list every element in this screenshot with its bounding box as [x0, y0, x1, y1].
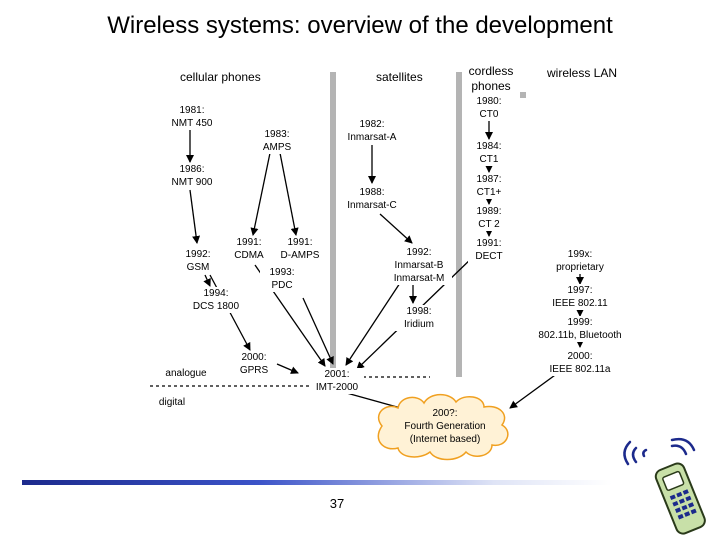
- fourth-generation-cloud: [377, 393, 509, 461]
- node-ct2: 1989: CT 2: [468, 205, 510, 231]
- node-nmt450: 1981: NMT 450: [164, 104, 220, 130]
- node-gsm: 1992: GSM: [172, 248, 224, 274]
- header-cellular-phones: cellular phones: [180, 70, 261, 84]
- node-inmarsat-c: 1988: Inmarsat-C: [340, 186, 404, 212]
- node-pdc: 1993: PDC: [260, 266, 304, 292]
- node-gprs: 2000: GPRS: [232, 351, 276, 377]
- arrow-80211a-4g: [509, 369, 563, 409]
- label-digital: digital: [150, 396, 194, 409]
- node-imt2000: 2001: IMT-2000: [310, 368, 364, 394]
- arrow-pdc-imt2000: [302, 297, 334, 365]
- slide-title: Wireless systems: overview of the develo…: [107, 12, 613, 39]
- node-amps: 1983: AMPS: [250, 128, 304, 154]
- node-iridium: 1998: Iridium: [394, 305, 444, 331]
- cordless-timeline-bar: [456, 72, 462, 377]
- arrow-gprs-imt2000: [276, 363, 299, 374]
- node-nmt900: 1986: NMT 900: [164, 163, 220, 189]
- label-analogue: analogue: [158, 367, 214, 380]
- node-inmarsat-bm: 1992: Inmarsat-B Inmarsat-M: [386, 246, 452, 285]
- header-satellites: satellites: [376, 70, 423, 84]
- header-cordless-phones: cordless phones: [468, 64, 514, 93]
- cellular-timeline-bar: [330, 72, 336, 377]
- header-wireless-lan: wireless LAN: [547, 66, 618, 80]
- node-ct0: 1980: CT0: [468, 95, 510, 121]
- footer-rule: [22, 480, 612, 485]
- arrow-nmt900-gsm: [189, 189, 201, 244]
- node-ieee80211b: 1999: 802.11b, Bluetooth: [528, 316, 632, 342]
- arrow-inmarsat-c-bm: [379, 213, 413, 244]
- node-dcs1800: 1994: DCS 1800: [186, 287, 246, 313]
- node-dect: 1991: DECT: [468, 237, 510, 263]
- arrow-amps-cdma: [250, 152, 271, 236]
- node-ieee80211a: 2000: IEEE 802.11a: [540, 350, 620, 376]
- node-ct1: 1984: CT1: [468, 140, 510, 166]
- arrow-gsm-dcs1800: [203, 274, 211, 287]
- node-inmarsat-a: 1982: Inmarsat-A: [340, 118, 404, 144]
- node-ieee80211: 1997: IEEE 802.11: [540, 284, 620, 310]
- node-ct1plus: 1987: CT1+: [468, 173, 510, 199]
- node-damps: 1991: D-AMPS: [274, 236, 326, 262]
- wlan-timeline-bar: [520, 92, 526, 98]
- arrow-amps-damps: [279, 152, 299, 236]
- arrow-bm-imt2000: [345, 282, 401, 366]
- node-fourth-generation: 200?: Fourth Generation (Internet based): [404, 408, 486, 445]
- page-number: 37: [329, 496, 345, 511]
- node-proprietary: 199x: proprietary: [540, 248, 620, 274]
- mobile-phone-icon: [623, 437, 706, 535]
- node-cdma: 1991: CDMA: [226, 236, 272, 262]
